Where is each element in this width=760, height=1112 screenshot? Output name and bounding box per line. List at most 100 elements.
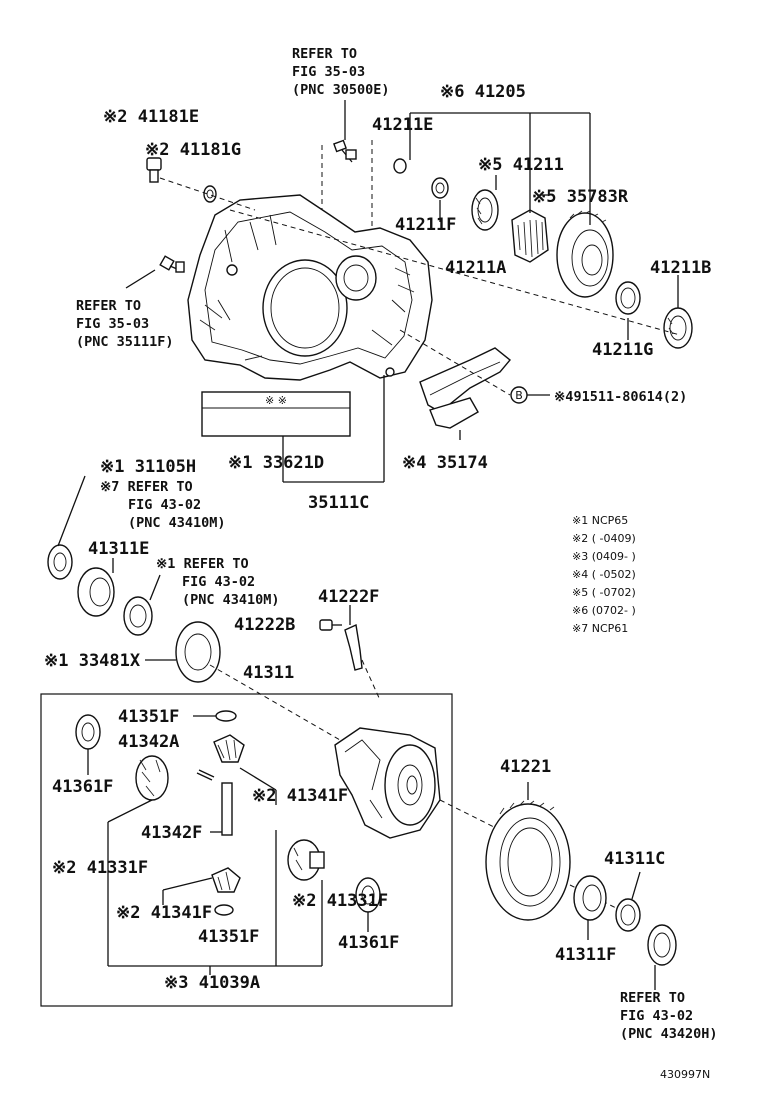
shim-41311C-icon xyxy=(615,898,641,932)
label-41222B: 41222B xyxy=(234,615,295,635)
label-plate-marks: ※ ※ xyxy=(265,394,287,407)
svg-text:(PNC 30500E): (PNC 30500E) xyxy=(292,82,390,98)
label-31105H: ※1 31105H xyxy=(100,457,196,477)
reference-43410M-ncp61-label: ※7 REFER TO FIG 43-02 (PNC 43410M) xyxy=(100,479,226,531)
legend-line-4: ※4 ( -0502) xyxy=(572,568,636,581)
bearing-41311F-icon xyxy=(573,875,607,921)
label-41361F-right: 41361F xyxy=(338,933,399,953)
svg-text:※1 REFER TO: ※1 REFER TO xyxy=(156,556,249,572)
shim-43410M-icon xyxy=(123,596,153,636)
label-35174: ※4 35174 xyxy=(402,453,488,473)
label-41221: 41221 xyxy=(500,757,551,777)
reference-b-marker xyxy=(510,386,528,404)
label-41361F-left: 41361F xyxy=(52,777,113,797)
pinion-gear-41341F-icon xyxy=(213,734,245,763)
label-41331F-left: ※2 41331F xyxy=(52,858,148,878)
thrust-washer-41361F-right-icon xyxy=(355,877,381,913)
applicability-legend: ※1 NCP65 ※2 ( -0409) ※3 (0409- ) ※4 ( -0… xyxy=(572,514,636,635)
washer-41351F-icon xyxy=(215,710,237,722)
svg-text:(PNC 43420H): (PNC 43420H) xyxy=(620,1026,718,1042)
seal-31105H-icon xyxy=(47,544,73,580)
gasket-41181G-icon xyxy=(203,185,217,203)
label-41181E: ※2 41181E xyxy=(103,107,199,127)
legend-line-2: ※2 ( -0409) xyxy=(572,532,636,545)
reference-43420H-label: REFER TO FIG 43-02 (PNC 43420H) xyxy=(620,990,718,1042)
diagram-id: 430997N xyxy=(660,1068,710,1081)
label-41211B: 41211B xyxy=(650,258,711,278)
label-35783R: ※5 35783R xyxy=(532,187,629,207)
label-41342A: 41342A xyxy=(118,732,179,752)
reference-35111F-label: REFER TO FIG 35-03 (PNC 35111F) xyxy=(76,298,174,350)
differential-assembly-frame xyxy=(40,693,453,1007)
ring-41211G-icon xyxy=(615,281,641,315)
side-gear-41331F-right-icon xyxy=(287,839,325,881)
pin-41342A-icon xyxy=(196,772,213,781)
side-gear-41331F-left-icon xyxy=(135,755,169,801)
transaxle-housing-illustration xyxy=(187,194,433,381)
label-33621D: ※1 33621D xyxy=(228,453,324,473)
bolt-41222B-icon xyxy=(319,619,342,631)
label-41331F-right: ※2 41331F xyxy=(292,891,388,911)
ring-gear-41221-icon xyxy=(485,800,571,921)
shaft-gear-41211-icon xyxy=(511,209,549,263)
caution-label-plate: ※ ※ xyxy=(201,391,351,437)
svg-text:FIG 43-02: FIG 43-02 xyxy=(620,1008,693,1024)
pinion-gear-41341F-lower-icon xyxy=(211,867,241,893)
bolt-35111F-icon xyxy=(159,255,185,273)
label-41039A: ※3 41039A xyxy=(164,973,260,993)
bearing-41311E-icon xyxy=(77,567,115,617)
legend-line-5: ※5 ( -0702) xyxy=(572,586,636,599)
legend-line-7: ※7 NCP61 xyxy=(572,622,628,635)
label-41351F-lower: 41351F xyxy=(198,927,259,947)
bearing-43420H-icon xyxy=(647,924,677,966)
label-41341F-upper: ※2 41341F xyxy=(252,786,348,806)
driven-gear-35783R-icon xyxy=(556,210,614,298)
differential-case-41311-icon xyxy=(334,727,441,839)
legend-line-3: ※3 (0409- ) xyxy=(572,550,636,563)
oil-receiver-35174-icon xyxy=(419,347,511,429)
svg-text:FIG 43-02: FIG 43-02 xyxy=(128,497,201,513)
reference-30500E-label: REFER TO FIG 35-03 (PNC 30500E) xyxy=(292,46,390,98)
label-41311: 41311 xyxy=(243,663,294,683)
legend-line-1: ※1 NCP65 xyxy=(572,514,628,527)
plug-41211E-icon xyxy=(393,158,407,174)
svg-text:REFER TO: REFER TO xyxy=(292,46,357,62)
svg-text:※7 REFER TO: ※7 REFER TO xyxy=(100,479,193,495)
label-41211G: 41211G xyxy=(592,340,653,360)
svg-text:(PNC 35111F): (PNC 35111F) xyxy=(76,334,174,350)
label-41342F: 41342F xyxy=(141,823,202,843)
label-41211F: 41211F xyxy=(395,215,456,235)
legend-line-6: ※6 (0702- ) xyxy=(572,604,636,617)
label-41341F-lower: ※2 41341F xyxy=(116,903,212,923)
label-41211: ※5 41211 xyxy=(478,155,564,175)
label-41311C: 41311C xyxy=(604,849,665,869)
label-41311F: 41311F xyxy=(555,945,616,965)
label-41211A: 41211A xyxy=(445,258,506,278)
svg-text:REFER TO: REFER TO xyxy=(76,298,141,314)
bearing-41211B-icon xyxy=(663,307,693,349)
bearing-41211A-icon xyxy=(471,189,499,231)
label-35111C: 35111C xyxy=(308,493,369,513)
reference-43410M-ncp65-label: ※1 REFER TO FIG 43-02 (PNC 43410M) xyxy=(156,556,280,608)
svg-text:FIG 43-02: FIG 43-02 xyxy=(182,574,255,590)
label-33481X: ※1 33481X xyxy=(44,651,141,671)
label-41205: ※6 41205 xyxy=(440,82,526,102)
seal-41211F-icon xyxy=(431,177,449,199)
bolt-30500E-icon xyxy=(333,139,357,163)
label-491511-80614: ※491511-80614(2) xyxy=(554,389,687,405)
label-41211E: 41211E xyxy=(372,115,433,135)
washer-41351F-lower-icon xyxy=(214,904,234,916)
svg-text:REFER TO: REFER TO xyxy=(620,990,685,1006)
label-41181G: ※2 41181G xyxy=(145,140,241,160)
label-41351F-upper: 41351F xyxy=(118,707,179,727)
thrust-washer-41361F-left-icon xyxy=(75,714,101,750)
svg-text:(PNC 43410M): (PNC 43410M) xyxy=(182,592,280,608)
pinion-shaft-41342F-icon xyxy=(221,782,233,836)
svg-text:FIG 35-03: FIG 35-03 xyxy=(292,64,365,80)
oil-seal-33481X-icon xyxy=(175,621,221,683)
svg-text:(PNC 43410M): (PNC 43410M) xyxy=(128,515,226,531)
label-41222F: 41222F xyxy=(318,587,379,607)
reference-b-letter: B xyxy=(515,389,523,402)
